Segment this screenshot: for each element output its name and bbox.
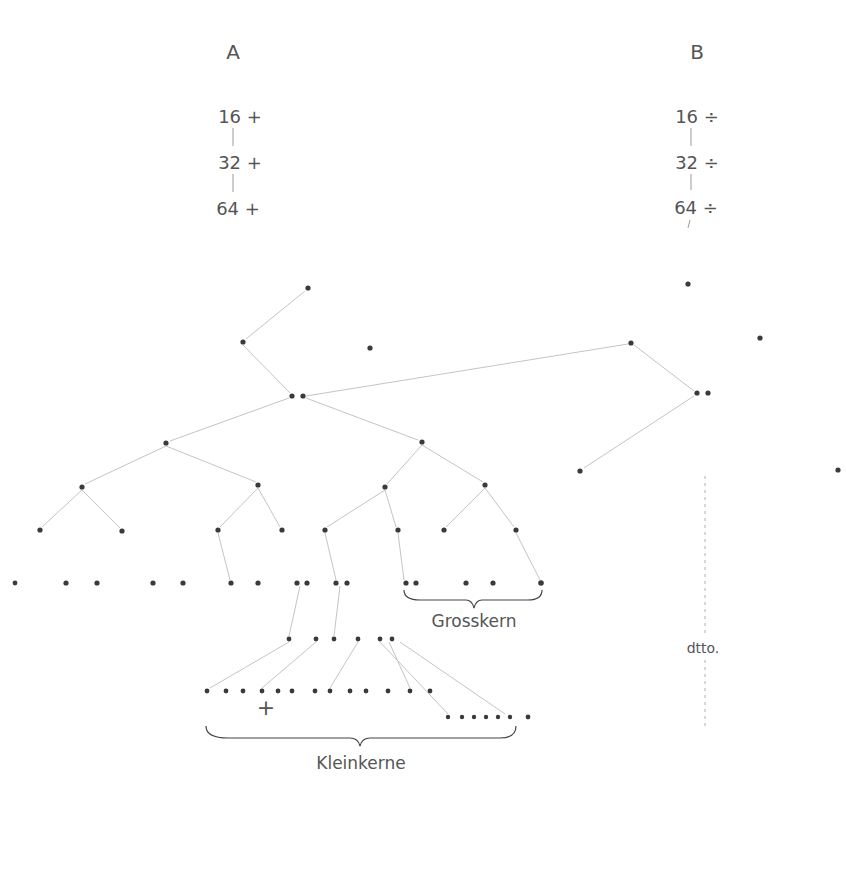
count-label: 32 ÷	[675, 154, 719, 172]
brackets	[206, 590, 542, 746]
group-label: Kleinkerne	[316, 755, 405, 772]
panel-letter: A	[226, 42, 240, 62]
group-label: Grosskern	[431, 613, 516, 630]
ditto-line	[705, 476, 706, 730]
kleinkerne-bracket	[206, 726, 516, 746]
ditto-label: dtto.	[687, 641, 720, 655]
sign-label: +	[257, 697, 275, 719]
count-label: 16 ÷	[675, 108, 719, 126]
nucleus-dots	[13, 281, 841, 719]
lineage-lines	[42, 291, 694, 714]
tick-lines	[233, 128, 691, 228]
count-label: 32 +	[218, 154, 262, 172]
panel-letter: B	[690, 42, 704, 62]
count-label: 64 ÷	[674, 199, 718, 217]
count-label: 64 +	[216, 200, 260, 218]
grosskern-bracket	[404, 590, 542, 608]
count-label: 16 +	[218, 108, 262, 126]
